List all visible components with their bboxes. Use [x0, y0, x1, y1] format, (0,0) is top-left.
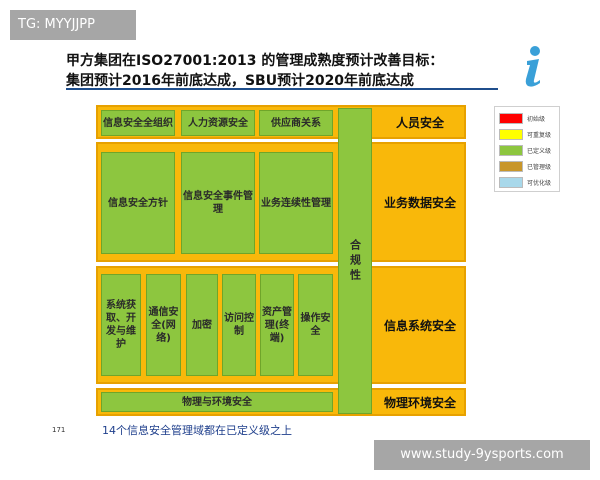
cell-business-continuity: 业务连续性管理 [259, 152, 333, 254]
cell-physical-environment: 物理与环境安全 [101, 392, 333, 412]
watermark-top-left: TG: MYYJJPP [10, 10, 136, 40]
legend-item: 可重复级 [499, 129, 559, 140]
cell-hr-security: 人力资源安全 [181, 110, 255, 136]
footer-note: 14个信息安全管理域都在已定义级之上 [102, 424, 292, 437]
legend-label: 已管理级 [527, 164, 552, 171]
legend-item: 已管理级 [499, 161, 559, 172]
legend-swatch [499, 113, 523, 124]
legend-label: 初始级 [527, 116, 546, 123]
page-number: 171 [52, 426, 66, 434]
cell-incident-management: 信息安全事件管理 [181, 152, 255, 254]
row-label-physical: 物理环境安全 [383, 395, 456, 410]
cell-comm-security: 通信安全(网络) [146, 274, 181, 376]
legend-item: 可优化级 [499, 177, 559, 188]
row-label-systems: 信息系统安全 [383, 318, 456, 333]
title-underline [66, 88, 498, 90]
cell-supplier-relations: 供应商关系 [259, 110, 333, 136]
legend-label: 可重复级 [527, 132, 552, 139]
info-icon [525, 46, 540, 87]
legend-label: 可优化级 [527, 180, 552, 187]
cell-security-policy: 信息安全方针 [101, 152, 175, 254]
legend-swatch [499, 129, 523, 140]
legend-label: 已定义级 [527, 148, 552, 155]
row-label-business: 业务数据安全 [383, 195, 456, 210]
cell-asset-management: 资产管理(终端) [260, 274, 294, 376]
page-title-line1: 甲方集团在ISO27001:2013 的管理成熟度预计改善目标： [66, 53, 444, 69]
legend-swatch [499, 145, 523, 156]
legend-swatch [499, 161, 523, 172]
cell-operations-security: 操作安全 [298, 274, 333, 376]
cell-compliance: 合规性 [338, 108, 372, 414]
cell-system-dev: 系统获取、开发与维护 [101, 274, 141, 376]
legend-item: 已定义级 [499, 145, 559, 156]
cell-info-security-org: 信息安全全组织 [101, 110, 175, 136]
cell-access-control: 访问控制 [222, 274, 256, 376]
legend-swatch [499, 177, 523, 188]
watermark-bottom-right: www.study-9ysports.com [374, 440, 590, 470]
row-label-personnel: 人员安全 [395, 115, 444, 130]
legend-item: 初始级 [499, 113, 559, 124]
maturity-legend: 初始级 可重复级 已定义级 已管理级 可优化级 [494, 106, 560, 192]
page-title-line2: 集团预计2016年前底达成，SBU预计2020年前底达成 [66, 73, 415, 89]
cell-encryption: 加密 [186, 274, 218, 376]
